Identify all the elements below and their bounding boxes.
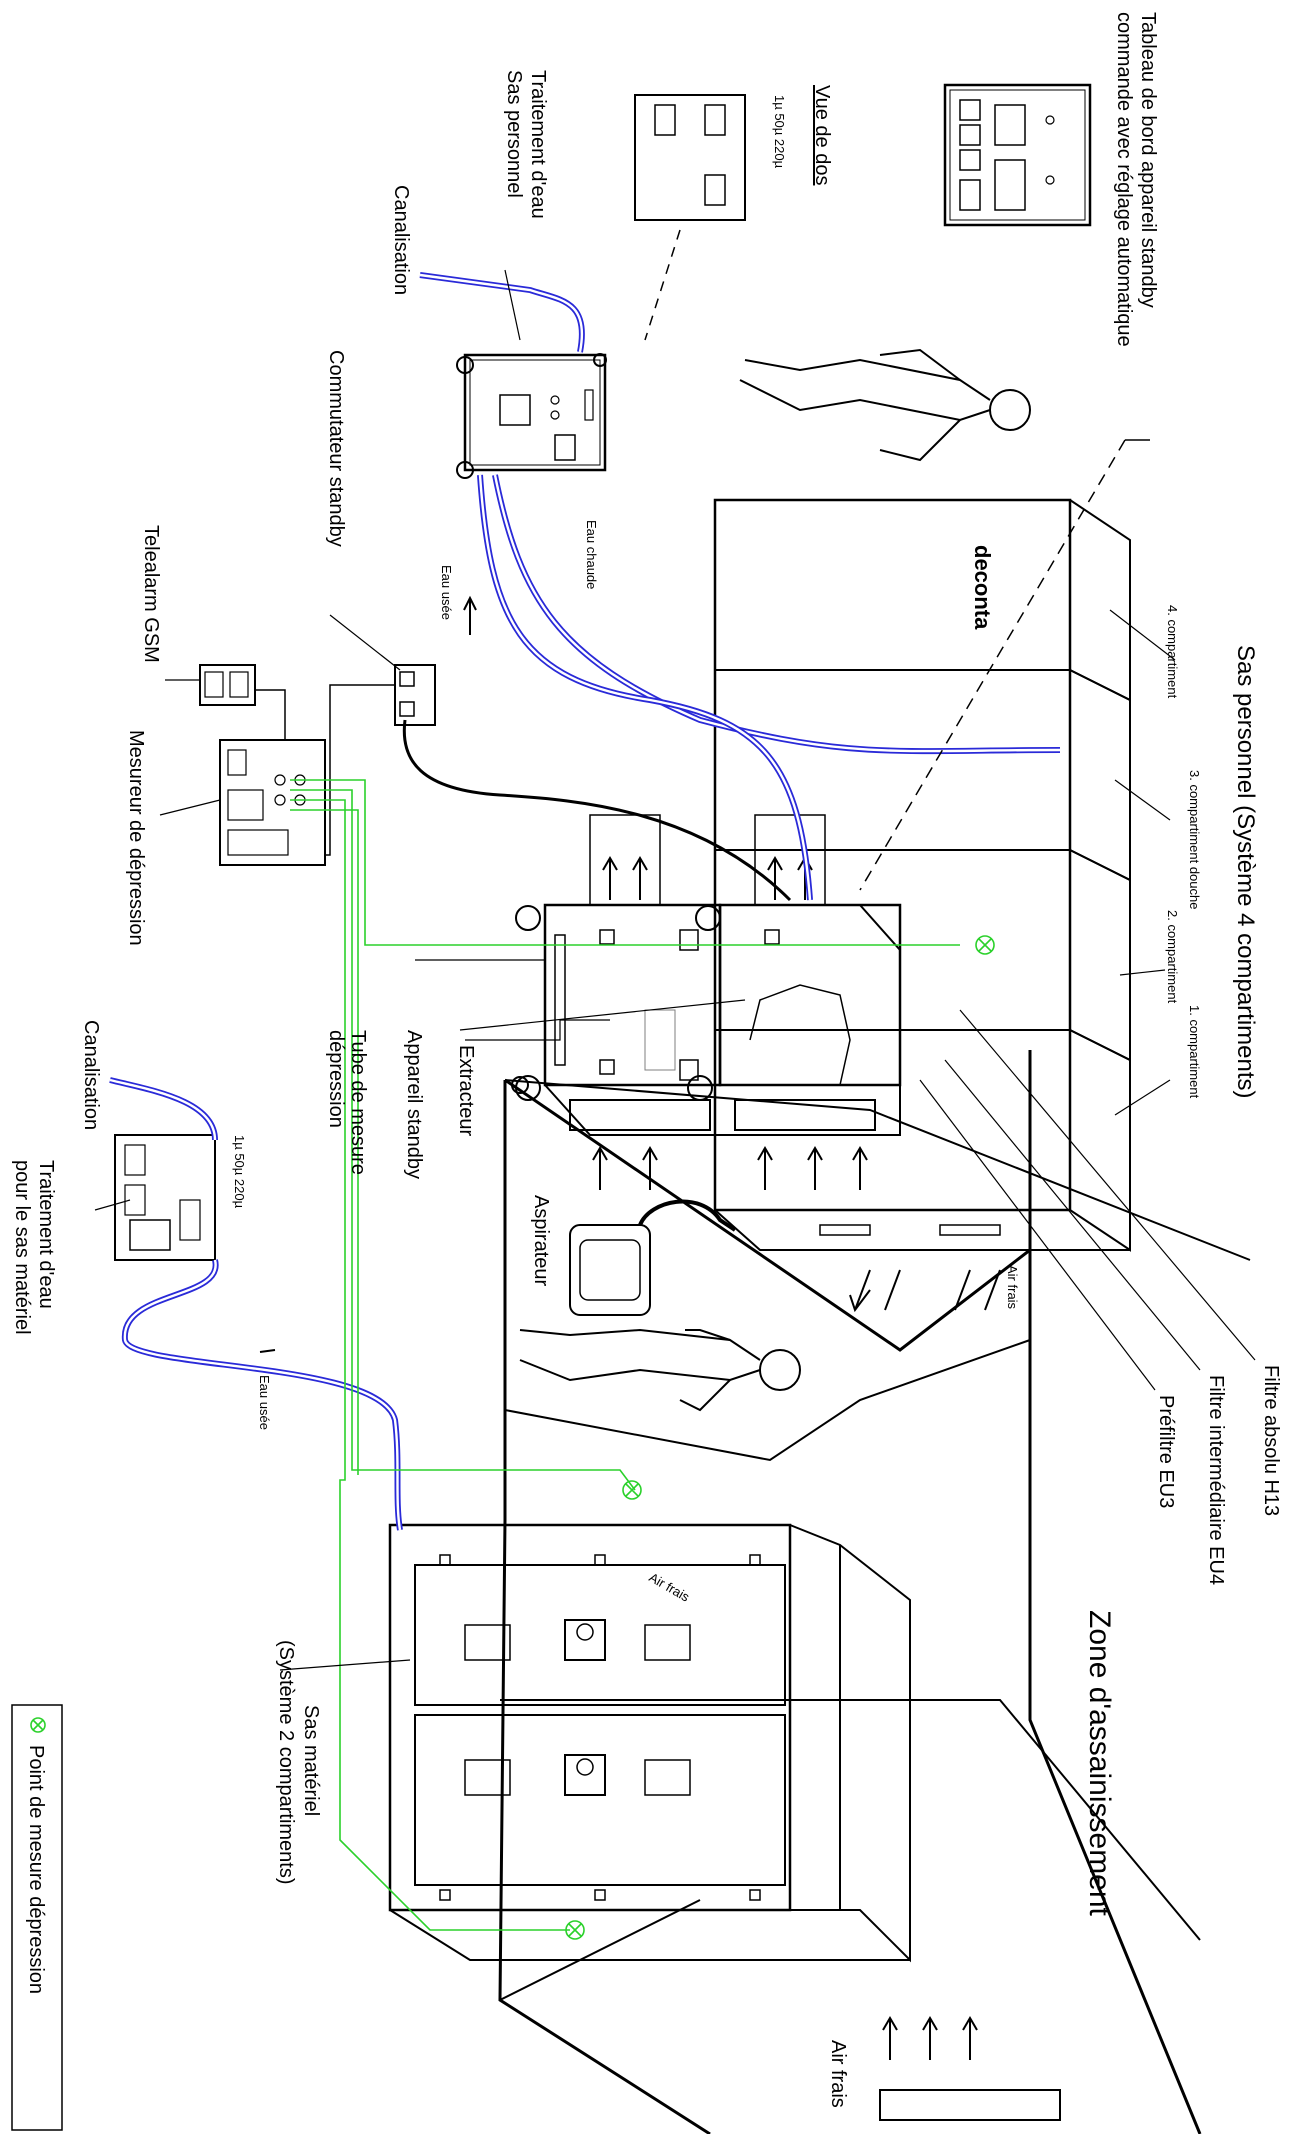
label-filter-sizes-top: 1µ 50µ 220µ <box>772 95 787 169</box>
water-pipes <box>109 272 1061 1531</box>
standby-switch <box>394 664 436 726</box>
measure-point-1 <box>975 935 995 955</box>
label-sas-personnel: Sas personnel (Système 4 compartiments) <box>1232 645 1259 1099</box>
label-aspirateur: Aspirateur <box>530 1195 552 1286</box>
label-tube-2: dépression <box>325 1030 347 1128</box>
label-air-frais-1: Air frais <box>1005 1265 1020 1310</box>
label-traitement-personnel-2: Sas personnel <box>503 70 525 198</box>
rear-view <box>634 94 746 221</box>
label-sas-materiel-1: Sas matériel <box>300 1705 322 1816</box>
label-appareil-standby: Appareil standby <box>403 1030 425 1179</box>
label-eau-usee-top: Eau usée <box>439 565 454 620</box>
label-sas-materiel-2: (Système 2 compartiments) <box>275 1640 297 1885</box>
label-tableau-2: commande avec réglage automatique <box>1113 12 1135 347</box>
water-treatment-materiel <box>114 1134 216 1261</box>
worker-figure-top <box>739 348 1031 462</box>
label-compartiment-1: 1. compartiment <box>1187 1005 1202 1099</box>
label-commutateur: Commutateur standby <box>325 350 347 547</box>
exhaust-arrows <box>592 856 868 1190</box>
label-canalisation-bottom: Canalisation <box>80 1020 102 1130</box>
label-traitement-personnel-1: Traitement d'eau <box>527 70 549 219</box>
measure-point-2 <box>622 1480 642 1500</box>
legend-marker <box>30 1717 46 1733</box>
label-mesureur: Mesureur de dépression <box>125 730 147 946</box>
label-canalisation-top: Canalisation <box>390 185 412 295</box>
label-air-frais-2: Air frais <box>647 1570 693 1605</box>
label-filter-sizes-bottom: 1µ 50µ 220µ <box>232 1135 247 1209</box>
telealarm-device <box>199 664 256 706</box>
label-traitement-materiel-2: pour le sas matériel <box>11 1160 33 1335</box>
legend: Point de mesure dépression <box>11 1704 63 2131</box>
deconta-logo: deconta <box>970 545 995 630</box>
label-prefiltre: Préfiltre EU3 <box>1155 1395 1177 1508</box>
labels: Tableau de bord appareil standby command… <box>11 12 1282 2108</box>
control-panel <box>943 83 1092 227</box>
pressure-meter <box>219 739 326 866</box>
label-compartiment-2: 2. compartiment <box>1165 910 1180 1004</box>
label-filtre-intermediaire: Filtre intermédiaire EU4 <box>1205 1375 1227 1585</box>
label-extracteur: Extracteur <box>455 1045 477 1136</box>
sas-personnel: deconta <box>713 498 1131 1252</box>
label-zone: Zone d'assainissement <box>1083 1610 1116 1917</box>
worker-figure-bottom <box>519 1328 801 1412</box>
legend-label: Point de mesure dépression <box>25 1745 47 1994</box>
label-compartiment-4: 4. compartiment <box>1165 605 1180 699</box>
flow-arrows <box>259 595 1061 2121</box>
label-tube-1: Tube de mesure <box>347 1030 369 1175</box>
water-treatment-personnel <box>456 353 607 479</box>
vacuum-cleaner <box>569 1199 737 1316</box>
appareil-standby <box>511 814 902 1136</box>
measure-point-3 <box>565 1920 585 1940</box>
label-filtre-absolu: Filtre absolu H13 <box>1260 1365 1282 1516</box>
label-telealarm: Telealarm GSM <box>140 525 162 663</box>
power-cables <box>255 684 792 902</box>
leader-lines <box>94 229 1256 1671</box>
label-compartiment-3: 3. compartiment douche <box>1187 770 1202 909</box>
room-outline <box>498 1050 1251 2134</box>
label-eau-usee-bottom: Eau usée <box>257 1375 272 1430</box>
pressure-tubes <box>290 779 995 1940</box>
label-eau-chaude: Eau chaude <box>584 520 599 589</box>
label-air-frais-3: Air frais <box>827 2040 849 2108</box>
label-traitement-materiel-1: Traitement d'eau <box>35 1160 57 1309</box>
sas-materiel <box>388 1523 911 1963</box>
label-vue-de-dos: Vue de dos <box>811 85 833 185</box>
label-tableau-1: Tableau de bord appareil standby <box>1137 12 1159 308</box>
